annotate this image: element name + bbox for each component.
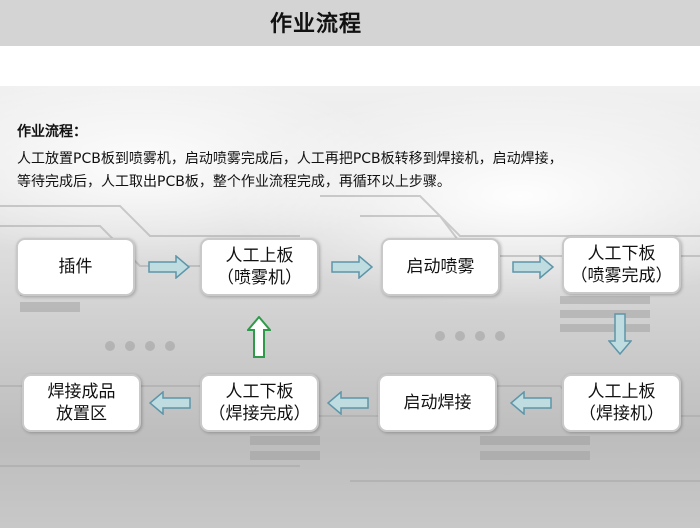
step-sublabel: （喷雾机） (217, 268, 302, 288)
arrow-left-icon (327, 391, 369, 415)
step-unload-welder: 人工下板 （焊接完成） (200, 374, 319, 432)
arrow-right-icon (148, 255, 190, 279)
step-sublabel: （焊接完成） (208, 404, 311, 424)
step-label: 启动焊接 (403, 393, 472, 413)
process-description: 人工放置PCB板到喷雾机，启动喷雾完成后，人工再把PCB板转移到焊接机，启动焊接… (17, 148, 687, 194)
step-start-weld: 启动焊接 (378, 374, 497, 432)
step-load-sprayer: 人工上板 （喷雾机） (200, 238, 319, 296)
step-label: 启动喷雾 (406, 257, 475, 277)
arrow-left-icon (149, 391, 191, 415)
arrow-right-icon (512, 255, 554, 279)
step-sublabel: 放置区 (56, 404, 107, 424)
step-label: 人工下板 (587, 244, 656, 264)
arrow-down-icon (608, 313, 632, 355)
description-line-2: 等待完成后，人工取出PCB板，整个作业流程完成，再循环以上步骤。 (17, 174, 451, 190)
step-start-spray: 启动喷雾 (381, 238, 500, 296)
arrow-right-icon (331, 255, 373, 279)
step-insert: 插件 (16, 238, 135, 296)
step-label: 焊接成品 (47, 382, 116, 402)
step-sublabel: （焊接机） (579, 404, 664, 424)
step-finished-product-area: 焊接成品 放置区 (22, 374, 141, 432)
step-label: 人工上板 (587, 382, 656, 402)
step-unload-sprayer: 人工下板 （喷雾完成） (562, 236, 681, 294)
title-bar: 作业流程 (0, 0, 700, 46)
description-line-1: 人工放置PCB板到喷雾机，启动喷雾完成后，人工再把PCB板转移到焊接机，启动焊接… (17, 151, 563, 167)
arrow-left-icon (510, 391, 552, 415)
step-sublabel: （喷雾完成） (570, 266, 673, 286)
arrow-up-icon (247, 316, 271, 358)
page-title: 作业流程 (270, 12, 363, 37)
step-label: 人工上板 (225, 246, 294, 266)
step-load-welder: 人工上板 （焊接机） (562, 374, 681, 432)
step-label: 人工下板 (225, 382, 294, 402)
step-label: 插件 (58, 257, 93, 277)
section-label: 作业流程： (17, 124, 87, 140)
